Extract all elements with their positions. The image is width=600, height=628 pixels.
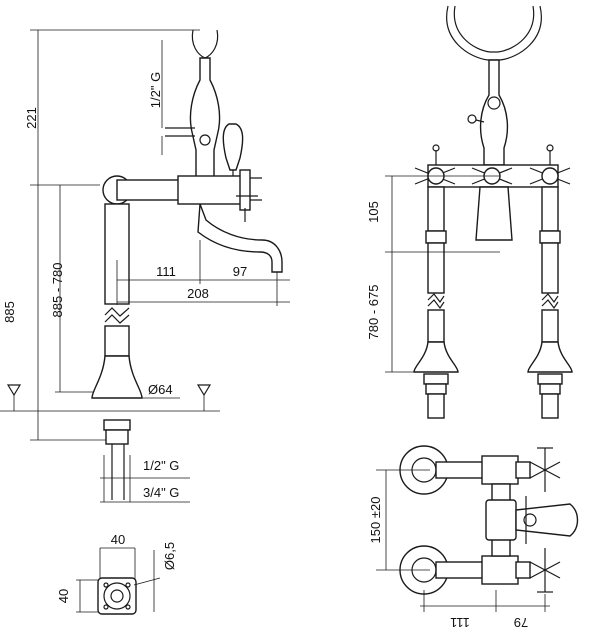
base-detail: 40 40 Ø6,5 <box>56 532 177 615</box>
dim-spout-outer: 97 <box>233 264 247 279</box>
top-view: 150 ±20 111 79 <box>368 445 579 628</box>
cross-handle-right <box>529 144 571 185</box>
front-view: 105 780 - 675 <box>366 5 573 419</box>
dim-top-offset-a: 111 <box>450 615 470 628</box>
dim-lower-thread-1: 1/2" G <box>143 458 179 473</box>
dim-front-upper-height: 105 <box>366 201 381 223</box>
dim-base-diameter: Ø64 <box>148 382 173 397</box>
dim-height-total: 885 <box>2 301 17 323</box>
side-view: 221 1/2" G 885 885 - 780 111 97 208 Ø64 … <box>0 29 290 503</box>
dim-lower-thread-2: 3/4" G <box>143 485 179 500</box>
dim-front-leg-range: 780 - 675 <box>366 285 381 340</box>
dim-inlet-thread: 1/2" G <box>148 72 163 108</box>
dim-spout-inner: 111 <box>156 264 176 279</box>
dim-mounting-hole: Ø6,5 <box>162 542 177 570</box>
dim-reach: 208 <box>187 286 209 301</box>
dim-height-top: 221 <box>24 107 39 129</box>
dim-base-height: 40 <box>56 589 71 603</box>
dim-height-range: 885 - 780 <box>50 263 65 318</box>
dim-top-centers: 150 ±20 <box>368 497 383 544</box>
dim-base-width: 40 <box>111 532 125 547</box>
dim-top-offset-b: 79 <box>514 615 528 628</box>
